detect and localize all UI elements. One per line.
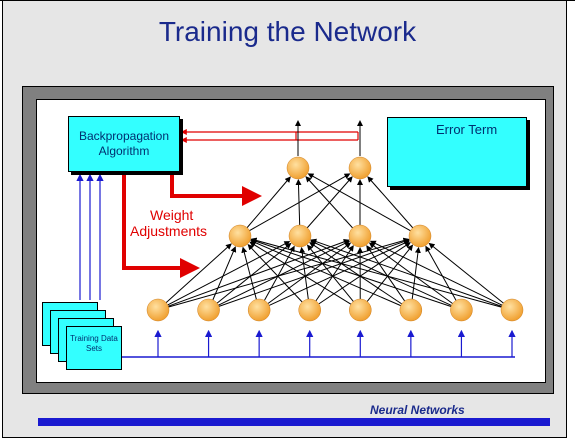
connection-l0-7-2	[369, 240, 503, 306]
network-nodes	[146, 156, 524, 322]
connection-l0-1-1	[216, 242, 292, 304]
connection-l0-3-0	[247, 244, 303, 303]
weight-label-line1: Weight	[150, 207, 194, 223]
backprop-algorithm-box: Backpropagation Algorithm	[68, 116, 180, 172]
slide-title: Training the Network	[158, 16, 417, 47]
training-data-card-4	[66, 326, 122, 370]
input-feed-lines	[76, 173, 515, 358]
node-layer1-0	[228, 224, 252, 248]
connection-l0-6-1	[309, 240, 452, 306]
backprop-label-line1: Backpropagation	[78, 129, 170, 143]
connection-l0-4-1	[306, 244, 354, 302]
node-layer0-2	[247, 298, 271, 322]
connection-l1-0-0	[246, 176, 291, 228]
node-layer2-0	[286, 156, 310, 180]
node-layer0-6	[450, 298, 473, 322]
weight-adjustment-arrows	[122, 129, 359, 278]
error-term-box: Error Term	[387, 117, 527, 187]
connection-l0-4-0	[249, 241, 352, 305]
connection-l1-3-0	[307, 173, 411, 232]
node-layer1-1	[288, 224, 312, 248]
network-connections	[165, 173, 504, 308]
input-arrows	[154, 329, 516, 357]
weight-adjustments-label: Weight Adjustments	[130, 207, 220, 239]
node-layer0-7	[500, 298, 524, 322]
connection-l0-6-0	[250, 238, 452, 307]
node-layer1-3	[408, 224, 432, 248]
weight-arrow-lower	[122, 172, 200, 278]
connection-l1-2-0	[305, 176, 353, 229]
connection-l0-1-2	[218, 240, 351, 306]
connection-l0-5-0	[250, 240, 401, 307]
footer-bar	[38, 418, 550, 426]
connection-l1-1-0	[295, 178, 302, 226]
training-data-line2: Sets	[85, 344, 102, 353]
node-layer0-3	[298, 298, 321, 322]
connection-l1-3-1	[367, 176, 414, 229]
connection-l0-1-3	[218, 238, 410, 307]
connection-l0-7-0	[250, 237, 502, 308]
connection-l0-7-1	[310, 238, 502, 307]
connection-l0-2-3	[268, 240, 411, 306]
weight-label-line2: Adjustments	[130, 223, 208, 239]
connection-l0-5-2	[366, 245, 406, 302]
connection-l0-1-0	[212, 246, 237, 301]
error-term-label: Error Term	[436, 122, 498, 137]
connection-l0-7-3	[428, 242, 504, 304]
node-layer0-0	[146, 298, 170, 322]
node-layer0-4	[349, 298, 372, 322]
node-layer0-5	[399, 298, 423, 322]
node-layer1-2	[348, 224, 372, 248]
connection-l0-2-0	[241, 246, 257, 300]
node-layer0-1	[197, 298, 220, 322]
output-arrows	[295, 120, 363, 156]
connection-l0-4-3	[366, 244, 414, 302]
connection-l0-5-1	[309, 242, 402, 305]
backprop-label-line2: Algorithm	[98, 144, 150, 158]
connection-l0-0-1	[167, 241, 291, 306]
footer-label: Neural Networks	[370, 403, 465, 417]
connection-l0-5-3	[411, 246, 421, 300]
connection-l0-0-0	[165, 243, 232, 304]
connection-l0-6-2	[368, 242, 453, 304]
node-layer2-1	[348, 156, 372, 180]
connection-l0-2-1	[264, 245, 295, 301]
connection-l1-0-1	[249, 173, 351, 232]
training-data-line1: Training Data	[70, 334, 118, 343]
connection-l0-0-2	[168, 239, 350, 307]
training-data-label: Training Data Sets	[66, 334, 122, 354]
weight-arrow-upper	[170, 172, 262, 206]
connection-l0-6-3	[425, 245, 457, 301]
connection-l0-3-2	[315, 245, 354, 302]
